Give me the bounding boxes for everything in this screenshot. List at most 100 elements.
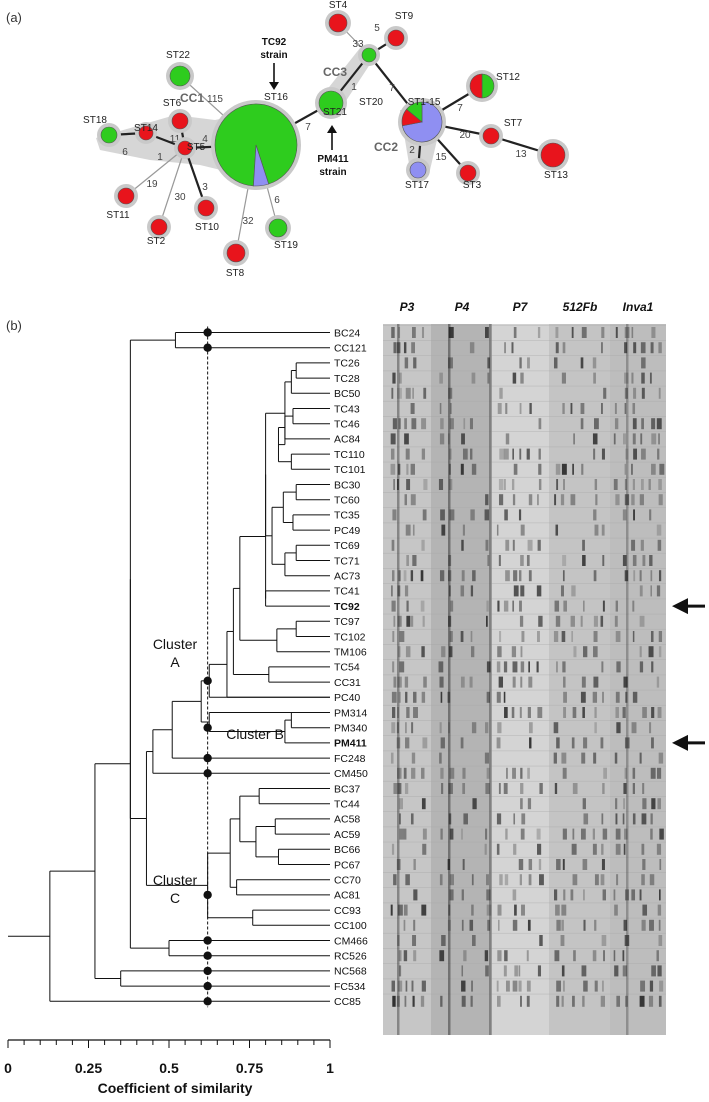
gel-band: [582, 539, 585, 551]
gel-band: [594, 479, 598, 490]
gel-band: [393, 676, 397, 688]
gel-band: [600, 615, 604, 627]
gel-band: [593, 646, 598, 658]
gel-band: [513, 843, 517, 855]
gel-band: [623, 433, 627, 445]
gel-band: [659, 980, 664, 992]
gel-band: [615, 828, 621, 840]
gel-band: [561, 965, 565, 977]
gel-band: [505, 403, 508, 414]
gel-band: [439, 403, 442, 414]
gel-row-divider: [383, 583, 666, 584]
leaf-label-cm466: CM466: [334, 935, 368, 947]
node-st1-15: [398, 98, 446, 146]
gel-band: [615, 691, 620, 703]
gel-band: [450, 600, 454, 612]
gel-band: [392, 372, 396, 384]
gel-row-divider: [383, 963, 666, 964]
gel-band: [529, 737, 532, 749]
leaf-label-tc110: TC110: [334, 449, 365, 461]
gel-band: [624, 342, 628, 354]
edge-label-ST1-15-ST3: 15: [435, 152, 447, 163]
gel-header-inva1: Inva1: [623, 300, 654, 314]
gel-band: [397, 479, 399, 490]
gel-band: [601, 980, 604, 992]
gel-band: [447, 570, 452, 582]
gel-row-divider: [383, 507, 666, 508]
gel-band: [514, 904, 517, 916]
gel-band: [461, 828, 463, 840]
gel-band: [641, 448, 646, 460]
gel-band: [556, 995, 560, 1007]
gel-band: [411, 752, 416, 764]
gel-row-divider: [383, 461, 666, 463]
gel-band: [554, 600, 560, 612]
gel-band: [602, 783, 605, 794]
node-label-st16: ST16: [264, 92, 288, 103]
gel-band: [526, 950, 529, 962]
gel-band: [625, 448, 629, 460]
gel-band: [512, 494, 516, 506]
edge-label-ST20-ST4: 33: [352, 39, 364, 50]
gel-band: [439, 372, 443, 384]
gel-band: [486, 767, 490, 779]
gel-band: [561, 372, 566, 384]
threshold-dot-cm450: [203, 769, 212, 778]
gel-band: [601, 843, 604, 855]
gel-band: [561, 904, 567, 916]
gel-band: [504, 509, 508, 521]
gel-band: [572, 783, 578, 794]
gel-band: [520, 555, 524, 566]
threshold-dot-cc85: [203, 997, 212, 1006]
gel-band: [616, 874, 619, 886]
gel-band: [405, 448, 410, 460]
gel-band: [526, 448, 530, 460]
axis-tick-label-4: 1: [326, 1060, 334, 1076]
node-label-st7: ST7: [504, 118, 523, 129]
gel-row-divider: [383, 993, 666, 995]
gel-band: [624, 570, 629, 582]
gel-row-divider: [383, 476, 666, 478]
gel-band: [420, 600, 425, 612]
gel-image: [383, 324, 666, 1035]
gel-band: [497, 919, 500, 931]
gel-band: [397, 615, 402, 627]
gel-band: [633, 448, 638, 460]
gel-band: [519, 615, 524, 627]
edge-label-ST16-ST5: 4: [202, 134, 208, 145]
gel-band: [499, 874, 503, 886]
gel-row-divider: [383, 568, 666, 569]
gel-band: [519, 707, 522, 718]
gel-band: [411, 767, 416, 779]
node-label-st4: ST4: [329, 0, 348, 11]
gel-band: [470, 646, 475, 658]
gel-band: [422, 509, 427, 521]
gel-band: [651, 965, 656, 977]
gel-lane-4: [549, 324, 610, 1035]
gel-band: [650, 631, 654, 642]
gel-band: [556, 479, 559, 490]
gel-band: [461, 995, 466, 1007]
leaf-label-pc40: PC40: [334, 692, 360, 704]
gel-band: [583, 646, 588, 658]
gel-band: [503, 783, 508, 794]
gel-band: [396, 737, 401, 749]
gel-band: [639, 752, 642, 764]
leaf-label-tc97: TC97: [334, 616, 360, 628]
gel-band: [472, 570, 476, 582]
gel-band: [512, 919, 518, 931]
gel-band: [539, 874, 544, 886]
panel-a-label: (a): [6, 10, 22, 25]
gel-band: [448, 479, 453, 490]
gel-band: [614, 615, 618, 627]
gel-band: [520, 798, 523, 810]
node-st2: [147, 215, 171, 239]
gel-row-divider: [383, 613, 666, 615]
gel-band: [498, 494, 504, 506]
gel-row-divider: [383, 400, 666, 402]
leaf-label-tc69: TC69: [334, 540, 360, 552]
gel-band: [413, 707, 418, 718]
gel-band: [512, 372, 517, 384]
leaf-label-pm340: PM340: [334, 723, 367, 735]
gel-band: [650, 342, 654, 354]
